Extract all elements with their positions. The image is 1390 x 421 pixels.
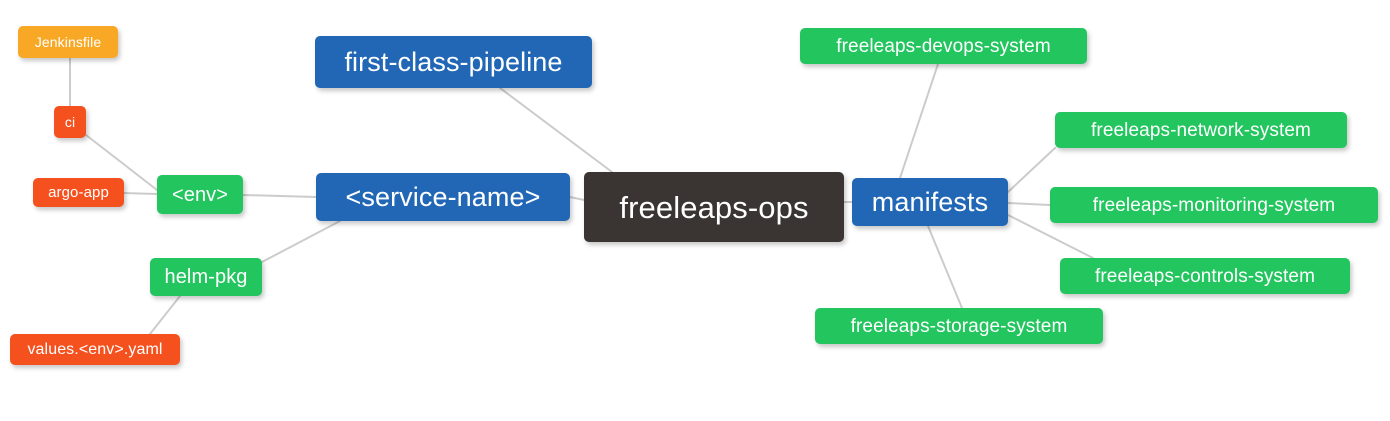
edge-servicename-ops [569,196,585,201]
mindmap-node-values-yaml[interactable]: values.<env>.yaml [10,334,180,365]
edge-manifests-network [1007,147,1056,193]
edge-pipeline-ops [499,87,613,173]
mindmap-node-helm-pkg[interactable]: helm-pkg [150,258,262,296]
edge-manifests-storage [927,225,963,309]
mindmap-node-first-class-pipeline[interactable]: first-class-pipeline [315,36,592,88]
edge-manifests-devops [899,63,939,179]
mindmap-node-ci[interactable]: ci [54,106,86,138]
mindmap-node-freeleaps-storage-system[interactable]: freeleaps-storage-system [815,308,1103,344]
edge-argoapp-env [123,192,158,195]
mindmap-node-freeleaps-devops-system[interactable]: freeleaps-devops-system [800,28,1087,64]
mindmap-node-jenkinsfile[interactable]: Jenkinsfile [18,26,118,58]
mindmap-node-freeleaps-network-system[interactable]: freeleaps-network-system [1055,112,1347,148]
edge-values-helmpkg [149,295,181,335]
edge-env-servicename [242,194,317,198]
mindmap-node-freeleaps-controls-system[interactable]: freeleaps-controls-system [1060,258,1350,294]
mindmap-node-manifests[interactable]: manifests [852,178,1008,226]
mindmap-node-freeleaps-ops[interactable]: freeleaps-ops [584,172,844,242]
edge-helmpkg-servicename [261,220,341,263]
mindmap-node-service-name[interactable]: <service-name> [316,173,570,221]
mindmap-node-freeleaps-monitoring-system[interactable]: freeleaps-monitoring-system [1050,187,1378,223]
edge-manifests-monitoring [1007,202,1051,206]
mindmap-node-argo-app[interactable]: argo-app [33,178,124,207]
mindmap-node-env[interactable]: <env> [157,175,243,214]
